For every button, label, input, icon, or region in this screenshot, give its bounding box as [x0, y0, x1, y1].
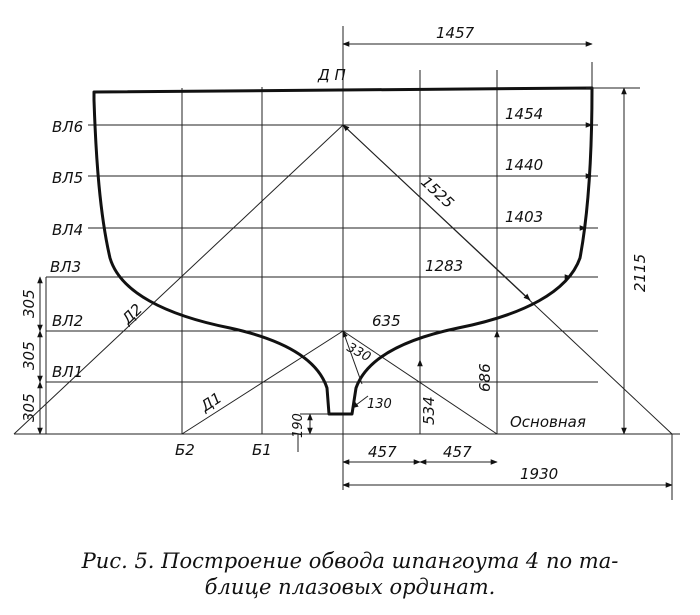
waterline-grid — [14, 124, 680, 435]
caption-line-2: блице плазовых ординат. — [204, 575, 496, 599]
dim-457b-text: 457 — [443, 443, 472, 461]
dim-305a-text: 305 — [20, 289, 38, 318]
dim-330-line — [342, 330, 363, 385]
frame-construction-diagram: Д П ВЛ6 ВЛ5 ВЛ4 ВЛ3 ВЛ2 ВЛ1 Б2 Б1 Д2 Д1 … — [13, 24, 680, 500]
dim-635-text: 635 — [372, 312, 401, 330]
caption-line-1: Рис. 5. Построение обвода шпангоута 4 по… — [81, 549, 619, 573]
waterline-6-label: ВЛ6 — [52, 118, 83, 136]
waterline-2-label: ВЛ2 — [52, 312, 83, 330]
buttock-1-label: Б1 — [252, 441, 272, 459]
dim-1283-text: 1283 — [425, 257, 463, 275]
dim-190-text: 190 — [291, 413, 306, 438]
dim-305c-text: 305 — [20, 393, 38, 422]
diagonal-2-label: Д2 — [118, 300, 147, 328]
dim-2115-text: 2115 — [631, 254, 649, 292]
dim-330-text: 330 — [344, 340, 373, 365]
dimension-lines — [37, 41, 673, 488]
diagonal-2-left — [13, 124, 344, 435]
dim-1930-text: 1930 — [520, 465, 558, 483]
dim-1457-text: 1457 — [436, 24, 475, 42]
dim-1525-text: 1525 — [417, 173, 457, 212]
figure-caption: Рис. 5. Построение обвода шпангоута 4 по… — [0, 548, 700, 600]
diagonal-1-left — [181, 330, 344, 435]
dim-1525-line — [342, 124, 531, 301]
dim-1403-text: 1403 — [505, 208, 543, 226]
dim-534-text: 534 — [420, 396, 438, 425]
dim-130-text: 130 — [367, 397, 392, 412]
baseline-label: Основная — [510, 413, 586, 431]
waterline-3-label: ВЛ3 — [50, 258, 81, 276]
dim-686-text: 686 — [476, 363, 494, 392]
waterline-4-label: ВЛ4 — [52, 221, 83, 239]
dim-457a-text: 457 — [368, 443, 397, 461]
dim-1440-text: 1440 — [505, 156, 543, 174]
diagonal-1-label: Д1 — [197, 389, 225, 416]
dim-130-line — [351, 395, 369, 409]
dim-305b-text: 305 — [20, 341, 38, 370]
centerline-label: Д П — [317, 66, 346, 84]
waterline-1-label: ВЛ1 — [52, 363, 83, 381]
dim-1454-text: 1454 — [505, 105, 543, 123]
waterline-5-label: ВЛ5 — [52, 169, 83, 187]
buttock-2-label: Б2 — [175, 441, 195, 459]
